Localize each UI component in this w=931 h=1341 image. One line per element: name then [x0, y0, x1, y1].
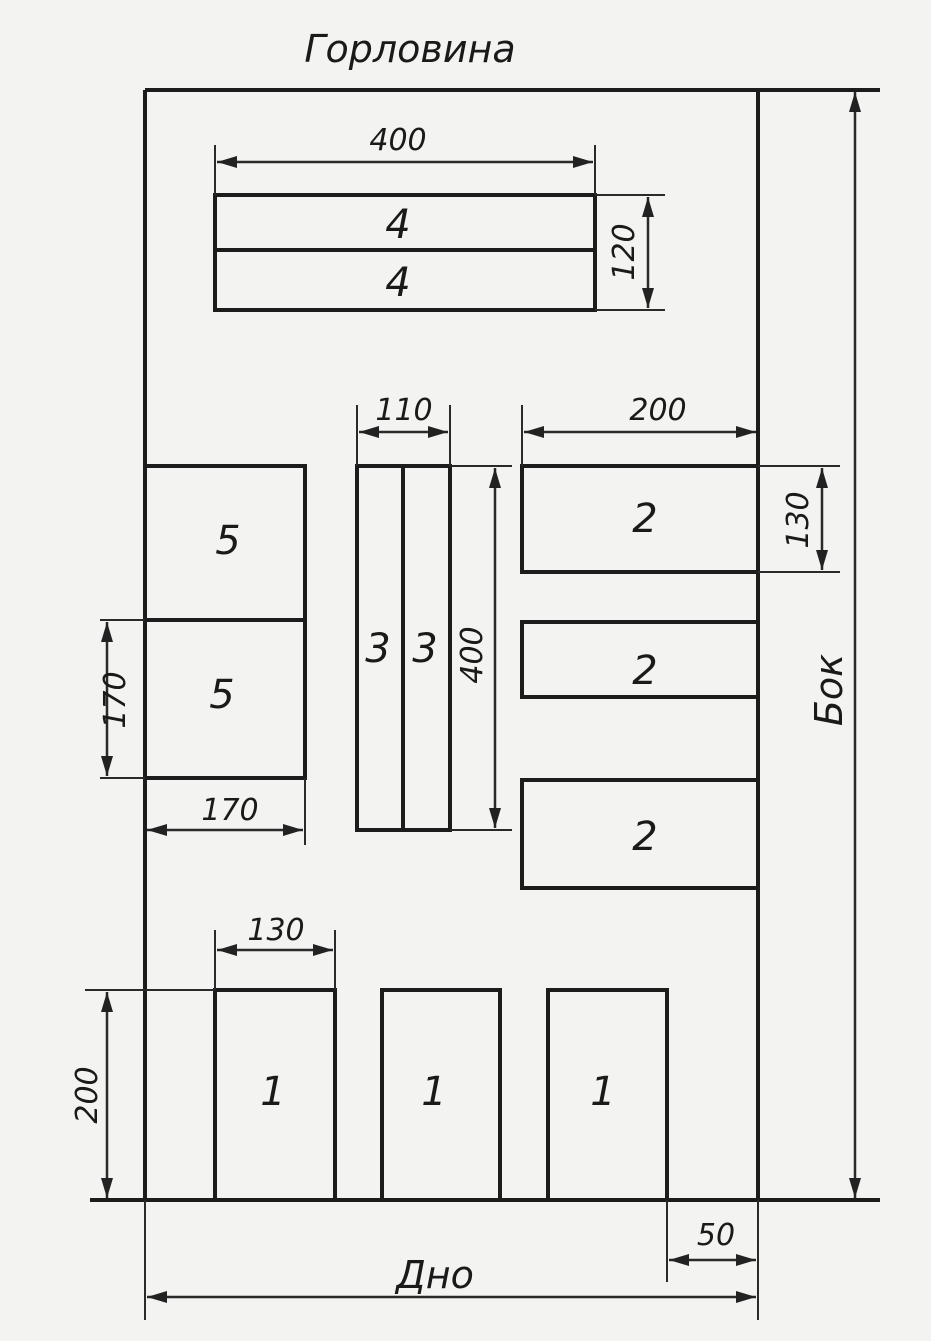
dimension-label: 130: [781, 491, 816, 548]
dimension-label: 400: [369, 123, 426, 158]
label-top: Горловина: [304, 27, 515, 71]
part-label: 4: [385, 202, 410, 248]
part-label: 3: [365, 626, 390, 672]
part-4-group: 4 4 400 120: [213, 123, 665, 312]
part-label: 5: [215, 518, 240, 564]
dimension-label: 200: [629, 393, 686, 428]
dimension-label: 130: [247, 913, 304, 948]
part-3-group: 3 3 110 400: [355, 393, 512, 832]
dimension-label: 200: [70, 1066, 105, 1123]
dimension-label: 110: [375, 393, 432, 428]
dimension-label: 400: [455, 626, 490, 683]
part-label: 2: [632, 648, 657, 694]
part-label: 1: [590, 1069, 615, 1115]
part-label: 2: [632, 814, 657, 860]
part-label: 5: [209, 672, 234, 718]
part-label: 3: [412, 626, 437, 672]
part-label: 4: [385, 260, 410, 306]
part-label: 2: [632, 496, 657, 542]
dimension-label: 170: [98, 671, 133, 728]
part-label: 1: [260, 1069, 285, 1115]
part-5-group: 5 5 170 170: [98, 464, 307, 845]
dimension-label: 120: [607, 223, 642, 280]
label-bottom: Дно: [394, 1253, 474, 1297]
dimension-label: 170: [201, 793, 258, 828]
label-side: Бок: [807, 654, 851, 726]
part-1-group: 1 1 1 130 200 50: [70, 913, 756, 1282]
dimension-label: 50: [697, 1218, 735, 1253]
part-2-group: 2 2 2 200 130: [520, 393, 840, 890]
part-label: 1: [421, 1069, 446, 1115]
